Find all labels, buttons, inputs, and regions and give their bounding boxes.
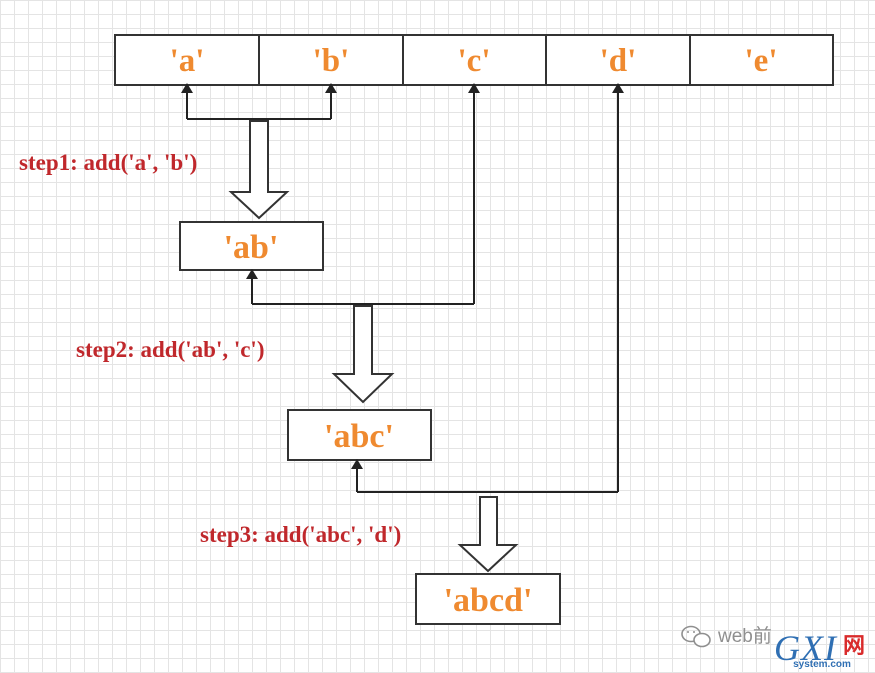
- array-cell-e: [689, 34, 834, 86]
- merge-arrow-2: [331, 305, 395, 404]
- array-row: 'a' 'b' 'c' 'd' 'e': [114, 34, 834, 86]
- step1-label: step1: add('a', 'b'): [19, 150, 197, 175]
- array-cell-d-label: 'd': [600, 43, 637, 79]
- result-abcd-label: 'abcd': [444, 582, 533, 619]
- wechat-icon: [681, 625, 711, 648]
- result-box-abc: 'abc': [287, 409, 432, 461]
- watermark: web前 GXI 网 system.com: [681, 625, 865, 670]
- result-abc-label: 'abc': [324, 418, 394, 455]
- array-cell-c-label: 'c': [458, 43, 491, 79]
- result-box-abcd: 'abcd': [415, 573, 561, 625]
- result-ab-label: 'ab': [224, 229, 279, 266]
- step2-label: step2: add('ab', 'c'): [76, 337, 264, 362]
- step3-connectors: [351, 83, 624, 493]
- merge-arrow-1: [228, 120, 290, 220]
- logo-char: 网: [843, 634, 865, 659]
- array-cell-b-label: 'b': [313, 43, 350, 79]
- result-box-ab: 'ab': [179, 221, 324, 271]
- logo-domain: system.com: [793, 659, 851, 670]
- array-cell-e-label: 'e': [745, 43, 778, 79]
- step2-connectors: [246, 83, 480, 305]
- step1-connectors: [181, 83, 337, 120]
- watermark-label: web前: [717, 625, 772, 647]
- logo-letters: GXI: [774, 628, 838, 668]
- array-cell-a-label: 'a': [170, 43, 205, 79]
- array-cell-a: [114, 34, 260, 86]
- array-cell-b: [258, 34, 404, 86]
- merge-arrow-3: [457, 496, 519, 573]
- step3-label: step3: add('abc', 'd'): [200, 522, 401, 547]
